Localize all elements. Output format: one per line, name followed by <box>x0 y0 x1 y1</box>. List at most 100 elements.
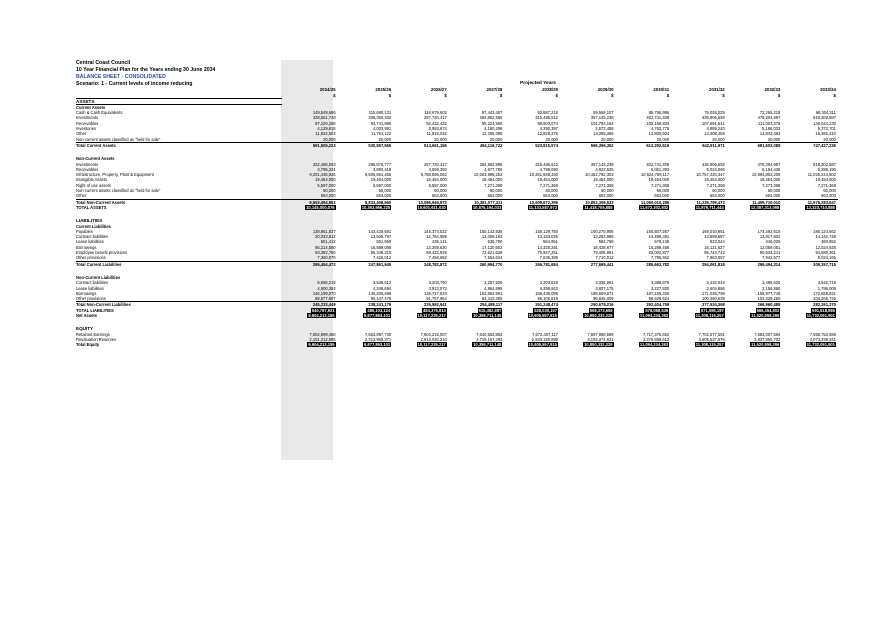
value-cell: 642,911,971 <box>671 141 727 149</box>
row-label: ASSETS <box>76 97 282 105</box>
value-cell: 5,597,000 <box>317 182 336 188</box>
value-cell: 357,145,238 <box>590 161 614 167</box>
value-cell: 11,236,799,473 <box>671 198 727 205</box>
value-cell: 3,605,537,676 <box>698 336 725 342</box>
value-cell: 14,320,291 <box>537 244 558 250</box>
value-cell: 155,129,780 <box>535 228 558 234</box>
value-highlight: 591,618,985 <box>811 307 836 313</box>
section-heading-row: LIABILITIES <box>76 218 838 223</box>
line-item-row: Infrastructure, Property, Plant & Equipm… <box>76 172 838 177</box>
value-cell: 13,699,597 <box>704 234 725 240</box>
value-cell: 248,782,872 <box>393 260 449 267</box>
row-label: Non-current assets classified as "held f… <box>76 188 161 194</box>
value-cell: 315,486,612 <box>535 161 558 167</box>
value-cell: 4,677,706 <box>484 166 503 172</box>
value-cell: 11,732,091,901 <box>782 342 838 348</box>
value-cell: 13,183,025 <box>537 234 558 240</box>
value-highlight: 12,087,313,098 <box>749 204 781 210</box>
value-cell: 357,145,238 <box>590 115 614 121</box>
section-heading-row: ASSETS <box>76 97 838 105</box>
value-highlight: 11,520,858,296 <box>750 342 781 348</box>
row-label: Total Current Assets <box>76 141 282 149</box>
value-cell: 4,399,943 <box>539 285 558 291</box>
year-header-cell: 2028/29 <box>542 87 558 92</box>
value-cell: 287,720,417 <box>424 115 447 121</box>
value-cell: 60,000 <box>767 188 781 194</box>
value-cell: 623,044 <box>709 239 725 245</box>
value-cell: 11,520,858,296 <box>727 342 783 348</box>
row-label: Non-Current Liabilities <box>76 274 121 280</box>
value-cell <box>616 210 672 218</box>
projected-years-heading: Projected Years <box>520 81 556 86</box>
value-cell: 4,573,488 <box>595 126 614 132</box>
value-highlight: 11,094,234,263 <box>638 342 670 348</box>
value-highlight: 10,363,966,225 <box>360 204 392 210</box>
value-cell: 90,147,475 <box>370 296 392 302</box>
value-cell: 149,549,686 <box>312 110 336 116</box>
value-cell <box>338 148 394 156</box>
value-cell: 7,271,368 <box>817 182 836 188</box>
value-cell: 282,261,270 <box>782 301 838 308</box>
value-cell: 97,443,487 <box>481 110 503 116</box>
value-cell: 7,672,407,117 <box>532 331 558 337</box>
value-cell: 591,618,985 <box>782 307 838 313</box>
value-cell: 292,404,758 <box>615 301 672 308</box>
value-cell: 69,423,929 <box>426 250 447 256</box>
value-cell: 11,308,115,257 <box>671 312 727 318</box>
value-cell: 60,000 <box>656 188 670 194</box>
value-cell <box>504 318 560 326</box>
value-cell: 11,576,283,647 <box>782 198 838 205</box>
value-highlight: 10,359,711,145 <box>472 312 503 318</box>
value-cell: 98,603,074 <box>537 120 558 126</box>
value-cell: 68,304,311 <box>815 110 836 116</box>
row-label: Employee benefit provisions <box>76 250 128 256</box>
value-cell: 2,604,886 <box>706 285 725 291</box>
value-cell: 299,494,314 <box>726 260 783 267</box>
value-cell: 19,454,000 <box>370 177 392 183</box>
row-label <box>76 318 282 326</box>
value-cell <box>671 318 727 326</box>
value-highlight: 486,103,124 <box>366 307 392 313</box>
value-cell: 146,199,070 <box>312 290 336 296</box>
value-cell: 83,002,877 <box>648 250 670 256</box>
value-cell: 9,506,864,465 <box>365 172 392 178</box>
row-label: EQUITY <box>76 326 94 332</box>
row-label: Infrastructure, Property, Plant & Equipm… <box>76 172 154 178</box>
value-highlight: 11,308,115,257 <box>694 342 725 348</box>
value-cell: 158,439,095 <box>535 290 558 296</box>
value-cell <box>504 267 560 275</box>
row-label: Contract liabilities <box>76 280 109 286</box>
value-cell: 20,000 <box>712 136 725 142</box>
value-cell: 13,305,366 <box>593 131 614 137</box>
value-cell <box>782 318 838 326</box>
value-cell: 89,568,107 <box>593 110 614 116</box>
value-cell: 663,000 <box>598 193 614 199</box>
row-label: Other <box>76 131 87 137</box>
value-cell: 3,376,858,612 <box>642 336 670 342</box>
value-cell: 287,720,417 <box>424 161 447 167</box>
value-cell: 10,624,769,117 <box>641 172 670 178</box>
value-cell: 10,117,235,217 <box>393 312 449 318</box>
value-cell: 1,796,008 <box>817 285 836 291</box>
value-cell: 11,761,122 <box>371 131 392 137</box>
value-cell: 16,426,877 <box>593 244 614 250</box>
value-cell: 747,427,239 <box>782 141 838 149</box>
value-highlight: 11,879,711,444 <box>694 204 725 210</box>
value-cell: 328,651,748 <box>312 115 336 121</box>
value-cell <box>782 210 838 218</box>
value-cell: 238,241,179 <box>337 301 394 308</box>
value-cell: 63,382,750 <box>315 250 336 256</box>
value-cell: 7,271,368 <box>762 182 781 188</box>
value-cell: 10,601,611,030 <box>393 204 449 210</box>
value-highlight: 484,375,813 <box>422 307 447 313</box>
value-cell: 566,454,802 <box>727 307 783 313</box>
value-cell: 7,271,368 <box>539 182 558 188</box>
value-cell: 528,030,157 <box>504 307 560 313</box>
value-cell: 9,604,212,155 <box>282 342 338 348</box>
value-cell: 10,363,966,225 <box>338 204 394 210</box>
